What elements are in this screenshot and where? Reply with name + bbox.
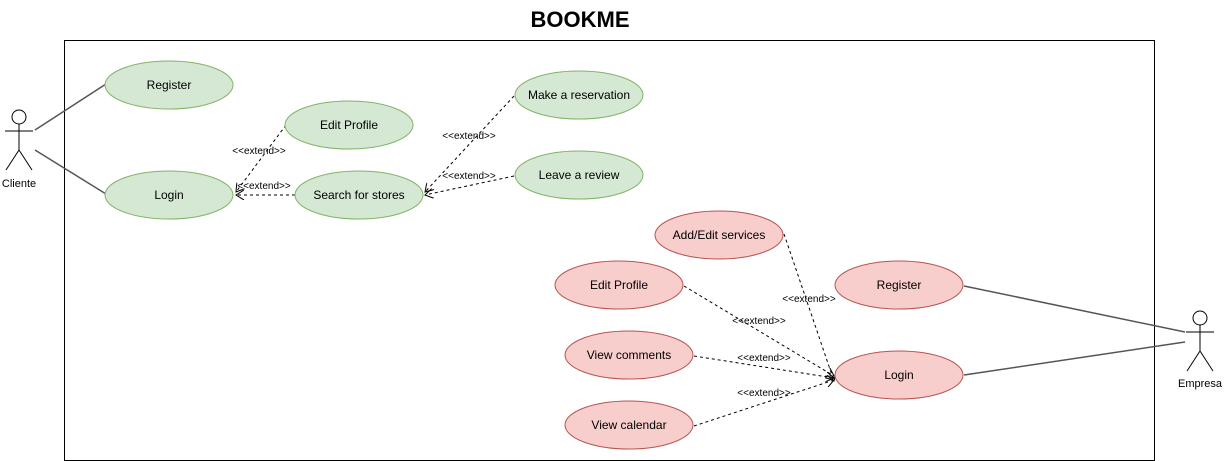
use-case-empresa-login[interactable]: Login — [834, 350, 964, 400]
extend-label: <<extend>> — [237, 181, 291, 192]
extend-reservation-search — [425, 95, 515, 192]
use-case-label: Make a reservation — [528, 88, 630, 102]
use-case-make-reservation[interactable]: Make a reservation — [514, 70, 644, 120]
use-case-leave-review[interactable]: Leave a review — [514, 150, 644, 200]
extend-label: <<extend>> — [442, 171, 496, 182]
use-case-search-stores[interactable]: Search for stores — [294, 170, 424, 220]
use-case-label: Search for stores — [313, 188, 404, 202]
extend-e-edit-profile-login — [683, 285, 834, 376]
use-case-label: Edit Profile — [590, 278, 648, 292]
extend-services-login — [783, 233, 834, 381]
use-case-empresa-edit-profile[interactable]: Edit Profile — [554, 260, 684, 310]
diagram-title: BOOKME — [531, 7, 630, 32]
actor-cliente[interactable] — [5, 109, 33, 171]
use-case-label: Leave a review — [539, 168, 620, 182]
association-empresa-login — [963, 341, 1186, 376]
extend-calendar-login — [693, 380, 834, 427]
use-case-view-calendar[interactable]: View calendar — [564, 400, 694, 450]
use-case-add-edit-services[interactable]: Add/Edit services — [654, 210, 784, 260]
extend-label: <<extend>> — [782, 294, 836, 305]
use-case-label: View calendar — [591, 418, 666, 432]
actor-label-empresa: Empresa — [1178, 378, 1223, 390]
use-case-label: Login — [154, 188, 183, 202]
use-case-label: View comments — [587, 348, 671, 362]
actor-head-icon — [11, 109, 27, 125]
use-case-cliente-register[interactable]: Register — [104, 60, 234, 110]
association-empresa-register — [963, 285, 1186, 333]
use-case-cliente-login[interactable]: Login — [104, 170, 234, 220]
actor-head-icon — [1192, 310, 1208, 326]
extend-label: <<extend>> — [732, 316, 786, 327]
use-case-label: Login — [884, 368, 913, 382]
extend-label: <<extend>> — [232, 146, 286, 157]
actor-empresa[interactable] — [1186, 310, 1214, 372]
use-case-cliente-edit-profile[interactable]: Edit Profile — [284, 100, 414, 150]
extend-edit-profile-login — [236, 124, 287, 192]
use-case-label: Register — [877, 278, 922, 292]
use-case-label: Edit Profile — [320, 118, 378, 132]
association-cliente-login — [34, 149, 107, 195]
use-case-view-comments[interactable]: View comments — [564, 330, 694, 380]
use-case-empresa-register[interactable]: Register — [834, 260, 964, 310]
extend-label: <<extend>> — [737, 353, 791, 364]
association-cliente-register — [34, 83, 107, 131]
use-case-label: Register — [147, 78, 192, 92]
extend-label: <<extend>> — [442, 131, 496, 142]
extend-label: <<extend>> — [737, 388, 791, 399]
actor-label-cliente: Cliente — [2, 178, 36, 190]
use-case-label: Add/Edit services — [673, 228, 766, 242]
